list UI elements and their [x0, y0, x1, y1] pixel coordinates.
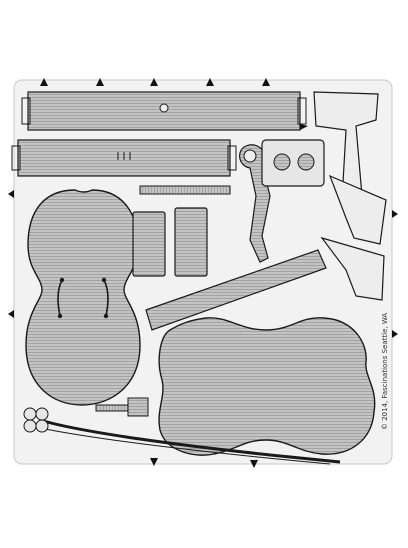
bow: [23, 407, 341, 465]
endpin-piece: [95, 397, 149, 417]
f-hole-left-icon: [57, 279, 63, 317]
sprue-tabs: [8, 78, 398, 468]
tailpiece-bar: [139, 185, 231, 195]
peg-hole-icon: [159, 103, 169, 113]
bridge: [313, 91, 387, 301]
rib-strip-upper: [21, 91, 307, 131]
fingerboard: [145, 249, 327, 331]
clover-piece: [261, 139, 325, 187]
copyright-text: © 2014, Fascinations Seattle, WA: [381, 313, 389, 430]
rib-panel-right: [174, 207, 208, 277]
violin-body-top: [25, 189, 141, 406]
violin-body-back: [158, 317, 376, 456]
rib-strip-lower: [11, 139, 237, 177]
rib-panel-left: [132, 211, 166, 277]
f-hole-right-icon: [103, 279, 109, 317]
